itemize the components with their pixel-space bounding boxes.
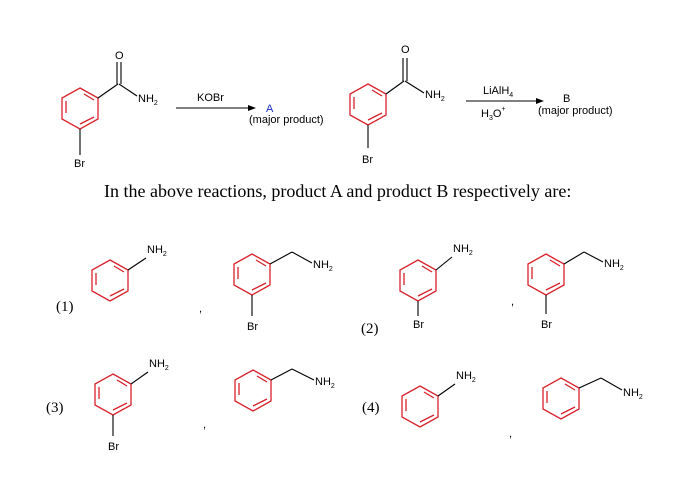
amide-nh2-label: NH2 xyxy=(138,93,158,107)
option-1-separator: , xyxy=(199,303,202,315)
product-a-note: (major product) xyxy=(249,114,324,126)
svg-text:NH2: NH2 xyxy=(604,258,624,272)
reactant-1-benzamide: O NH2 Br xyxy=(61,50,158,170)
option-1-bromobenzylamine: NH2 Br xyxy=(233,251,333,333)
product-b-label: B xyxy=(563,93,570,105)
reagent-lialh4: LiAlH4 xyxy=(483,85,513,99)
svg-text:Br: Br xyxy=(108,441,119,453)
reagent-h3o: H3O+ xyxy=(481,106,506,122)
svg-text:NH2: NH2 xyxy=(147,244,167,258)
svg-text:Br: Br xyxy=(413,319,424,331)
option-2-bromobenzylamine: NH2 Br xyxy=(527,251,624,331)
svg-text:NH2: NH2 xyxy=(313,259,333,273)
option-4-separator: , xyxy=(509,428,512,440)
option-2-number: (2) xyxy=(361,321,379,337)
product-a-label: A xyxy=(266,103,274,115)
option-2-separator: , xyxy=(511,296,514,308)
reaction-arrow-1: KOBr xyxy=(176,92,256,111)
reaction-arrow-2: LiAlH4 H3O+ xyxy=(466,85,544,122)
svg-text:NH2: NH2 xyxy=(453,243,473,257)
option-3-bromoaniline: NH2 Br xyxy=(94,358,169,453)
benzene-ring xyxy=(61,87,99,130)
svg-text:NH2: NH2 xyxy=(315,376,335,390)
svg-text:Br: Br xyxy=(541,319,552,331)
bromo-label: Br xyxy=(362,154,373,166)
benzene-ring xyxy=(349,83,387,126)
option-4-benzylamine: NH2 xyxy=(542,377,643,420)
option-1-aniline: NH2 xyxy=(91,244,167,302)
bromo-label: Br xyxy=(74,158,85,170)
svg-text:NH2: NH2 xyxy=(623,387,643,401)
svg-text:Br: Br xyxy=(247,321,258,333)
option-4-number: (4) xyxy=(362,400,380,416)
option-3-separator: , xyxy=(203,419,206,431)
reagent-kobr: KOBr xyxy=(197,92,224,104)
product-b-note: (major product) xyxy=(538,105,613,117)
oxygen-label: O xyxy=(401,44,410,56)
option-2-bromoaniline: NH2 Br xyxy=(399,243,473,331)
oxygen-label: O xyxy=(115,50,124,62)
reactant-2-benzamide: O NH2 Br xyxy=(349,44,445,166)
svg-text:NH2: NH2 xyxy=(456,370,476,384)
question-text: In the above reactions, product A and pr… xyxy=(104,181,571,201)
svg-text:NH2: NH2 xyxy=(149,358,169,372)
option-3-number: (3) xyxy=(46,400,64,416)
option-4-aniline: NH2 xyxy=(401,370,476,428)
option-3-benzylamine: NH2 xyxy=(234,368,335,412)
option-1-number: (1) xyxy=(56,299,74,315)
amide-nh2-label: NH2 xyxy=(425,89,445,103)
